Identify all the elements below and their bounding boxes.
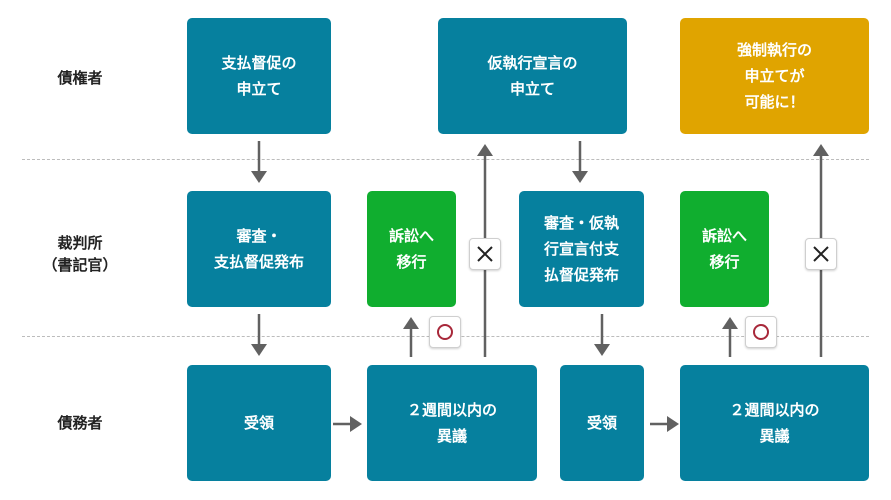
receipt-label-1: 受領 (243, 414, 274, 432)
circle-mark-icon-2 (745, 316, 777, 348)
objection-box-2: ２週間以内の 異議 (680, 365, 869, 481)
review-issue-order-box: 審査・ 支払督促発布 (187, 191, 331, 307)
receipt-box-2: 受領 (560, 365, 644, 481)
payment-order-request-label: 支払督促の 申立て (221, 54, 297, 98)
arrowhead-up-2 (477, 144, 493, 156)
arrowhead-right-2 (667, 416, 679, 432)
arrowhead-down-1 (251, 171, 267, 183)
provisional-execution-request-box: 仮執行宣言の 申立て (438, 18, 627, 134)
payment-order-request-box: 支払督促の 申立て (187, 18, 331, 134)
objection-label-1: ２週間以内の 異議 (406, 401, 497, 445)
lawsuit-transfer-box-2: 訴訟へ 移行 (680, 191, 769, 307)
objection-box-1: ２週間以内の 異議 (367, 365, 537, 481)
cross-mark-icon-1 (469, 238, 501, 270)
arrowhead-up-3 (722, 317, 738, 329)
lane-label-debtor: 債務者 (57, 414, 103, 432)
arrowhead-down-2 (251, 344, 267, 356)
review-issue-order-label: 審査・ 支払督促発布 (213, 227, 304, 271)
review-issue-provisional-box: 審査・仮執 行宣言付支 払督促発布 (519, 191, 644, 307)
arrowhead-right-1 (350, 416, 362, 432)
lawsuit-transfer-label-2: 訴訟へ 移行 (701, 227, 747, 271)
circle-mark-icon-1 (429, 316, 461, 348)
receipt-label-2: 受領 (586, 414, 617, 432)
receipt-box-1: 受領 (187, 365, 331, 481)
arrowhead-down-4 (594, 344, 610, 356)
enforcement-possible-box: 強制執行の 申立てが 可能に！ (680, 18, 869, 134)
cross-mark-icon-2 (805, 238, 837, 270)
review-issue-provisional-label: 審査・仮執 行宣言付支 払督促発布 (543, 214, 619, 284)
lane-label-court: 裁判所 （書記官） (42, 234, 118, 274)
objection-label-2: ２週間以内の 異議 (729, 401, 820, 445)
lane-divider-top (22, 159, 869, 160)
arrowhead-down-3 (572, 171, 588, 183)
lawsuit-transfer-label-1: 訴訟へ 移行 (388, 227, 434, 271)
arrowhead-up-1 (403, 317, 419, 329)
lane-label-creditor: 債権者 (57, 69, 103, 87)
lawsuit-transfer-box-1: 訴訟へ 移行 (367, 191, 456, 307)
provisional-execution-request-label: 仮執行宣言の 申立て (487, 54, 578, 98)
arrowhead-up-4 (813, 144, 829, 156)
enforcement-possible-label: 強制執行の 申立てが 可能に！ (736, 41, 812, 111)
